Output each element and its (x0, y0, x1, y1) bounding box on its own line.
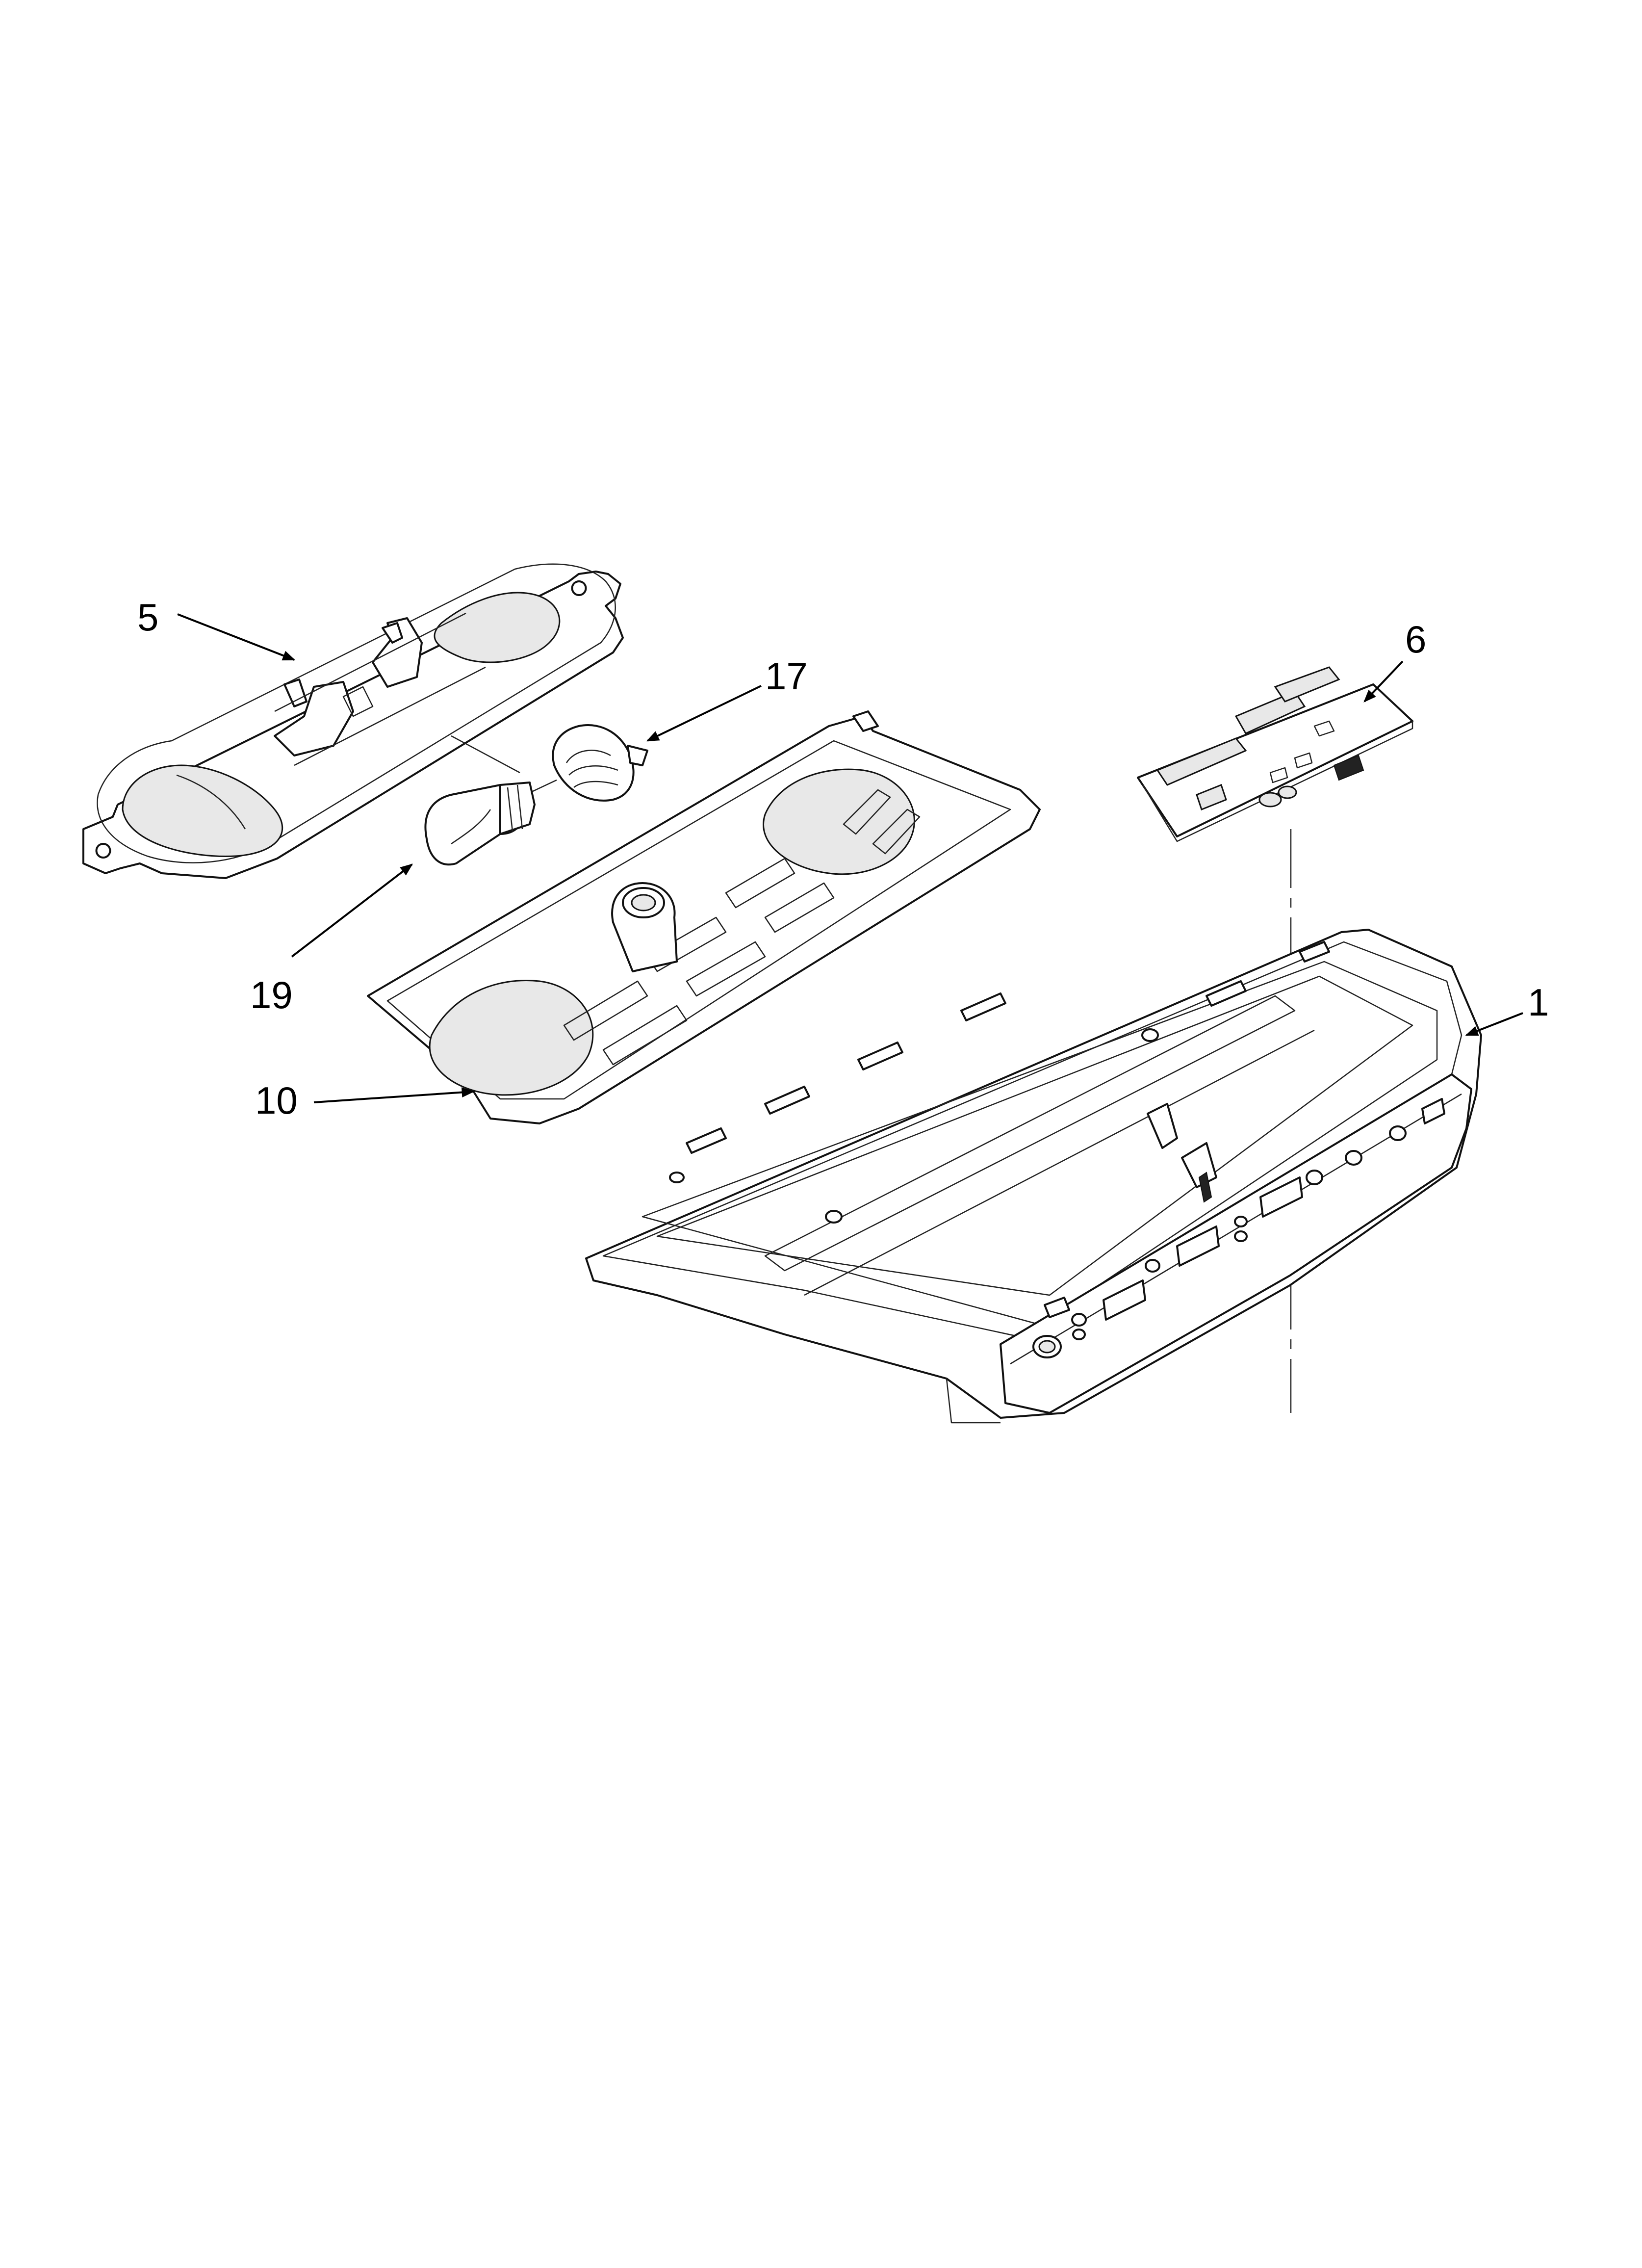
front-panel-jacks (1032, 1098, 1445, 1358)
callout-1-label: 1 (1528, 981, 1549, 1024)
light-bulb (424, 782, 536, 866)
callout-19-leader (291, 863, 413, 958)
callout-17-label: 17 (765, 654, 808, 698)
callout-5-label: 5 (137, 596, 158, 639)
callout-5-leader (177, 613, 296, 661)
callout-10-label: 10 (255, 1079, 298, 1122)
callout-10-leader (313, 1087, 475, 1103)
console-base (585, 929, 1482, 1424)
callout-17-leader (646, 685, 762, 742)
lamp-socket (552, 724, 648, 802)
callout-6-leader (1363, 660, 1404, 703)
callout-6-label: 6 (1405, 618, 1426, 661)
lamp-housing (82, 563, 624, 879)
callout-1-leader (1465, 1012, 1523, 1036)
control-board (1137, 666, 1413, 842)
callout-19-label: 19 (250, 973, 293, 1017)
lamp-cover-bracket (367, 710, 1041, 1124)
